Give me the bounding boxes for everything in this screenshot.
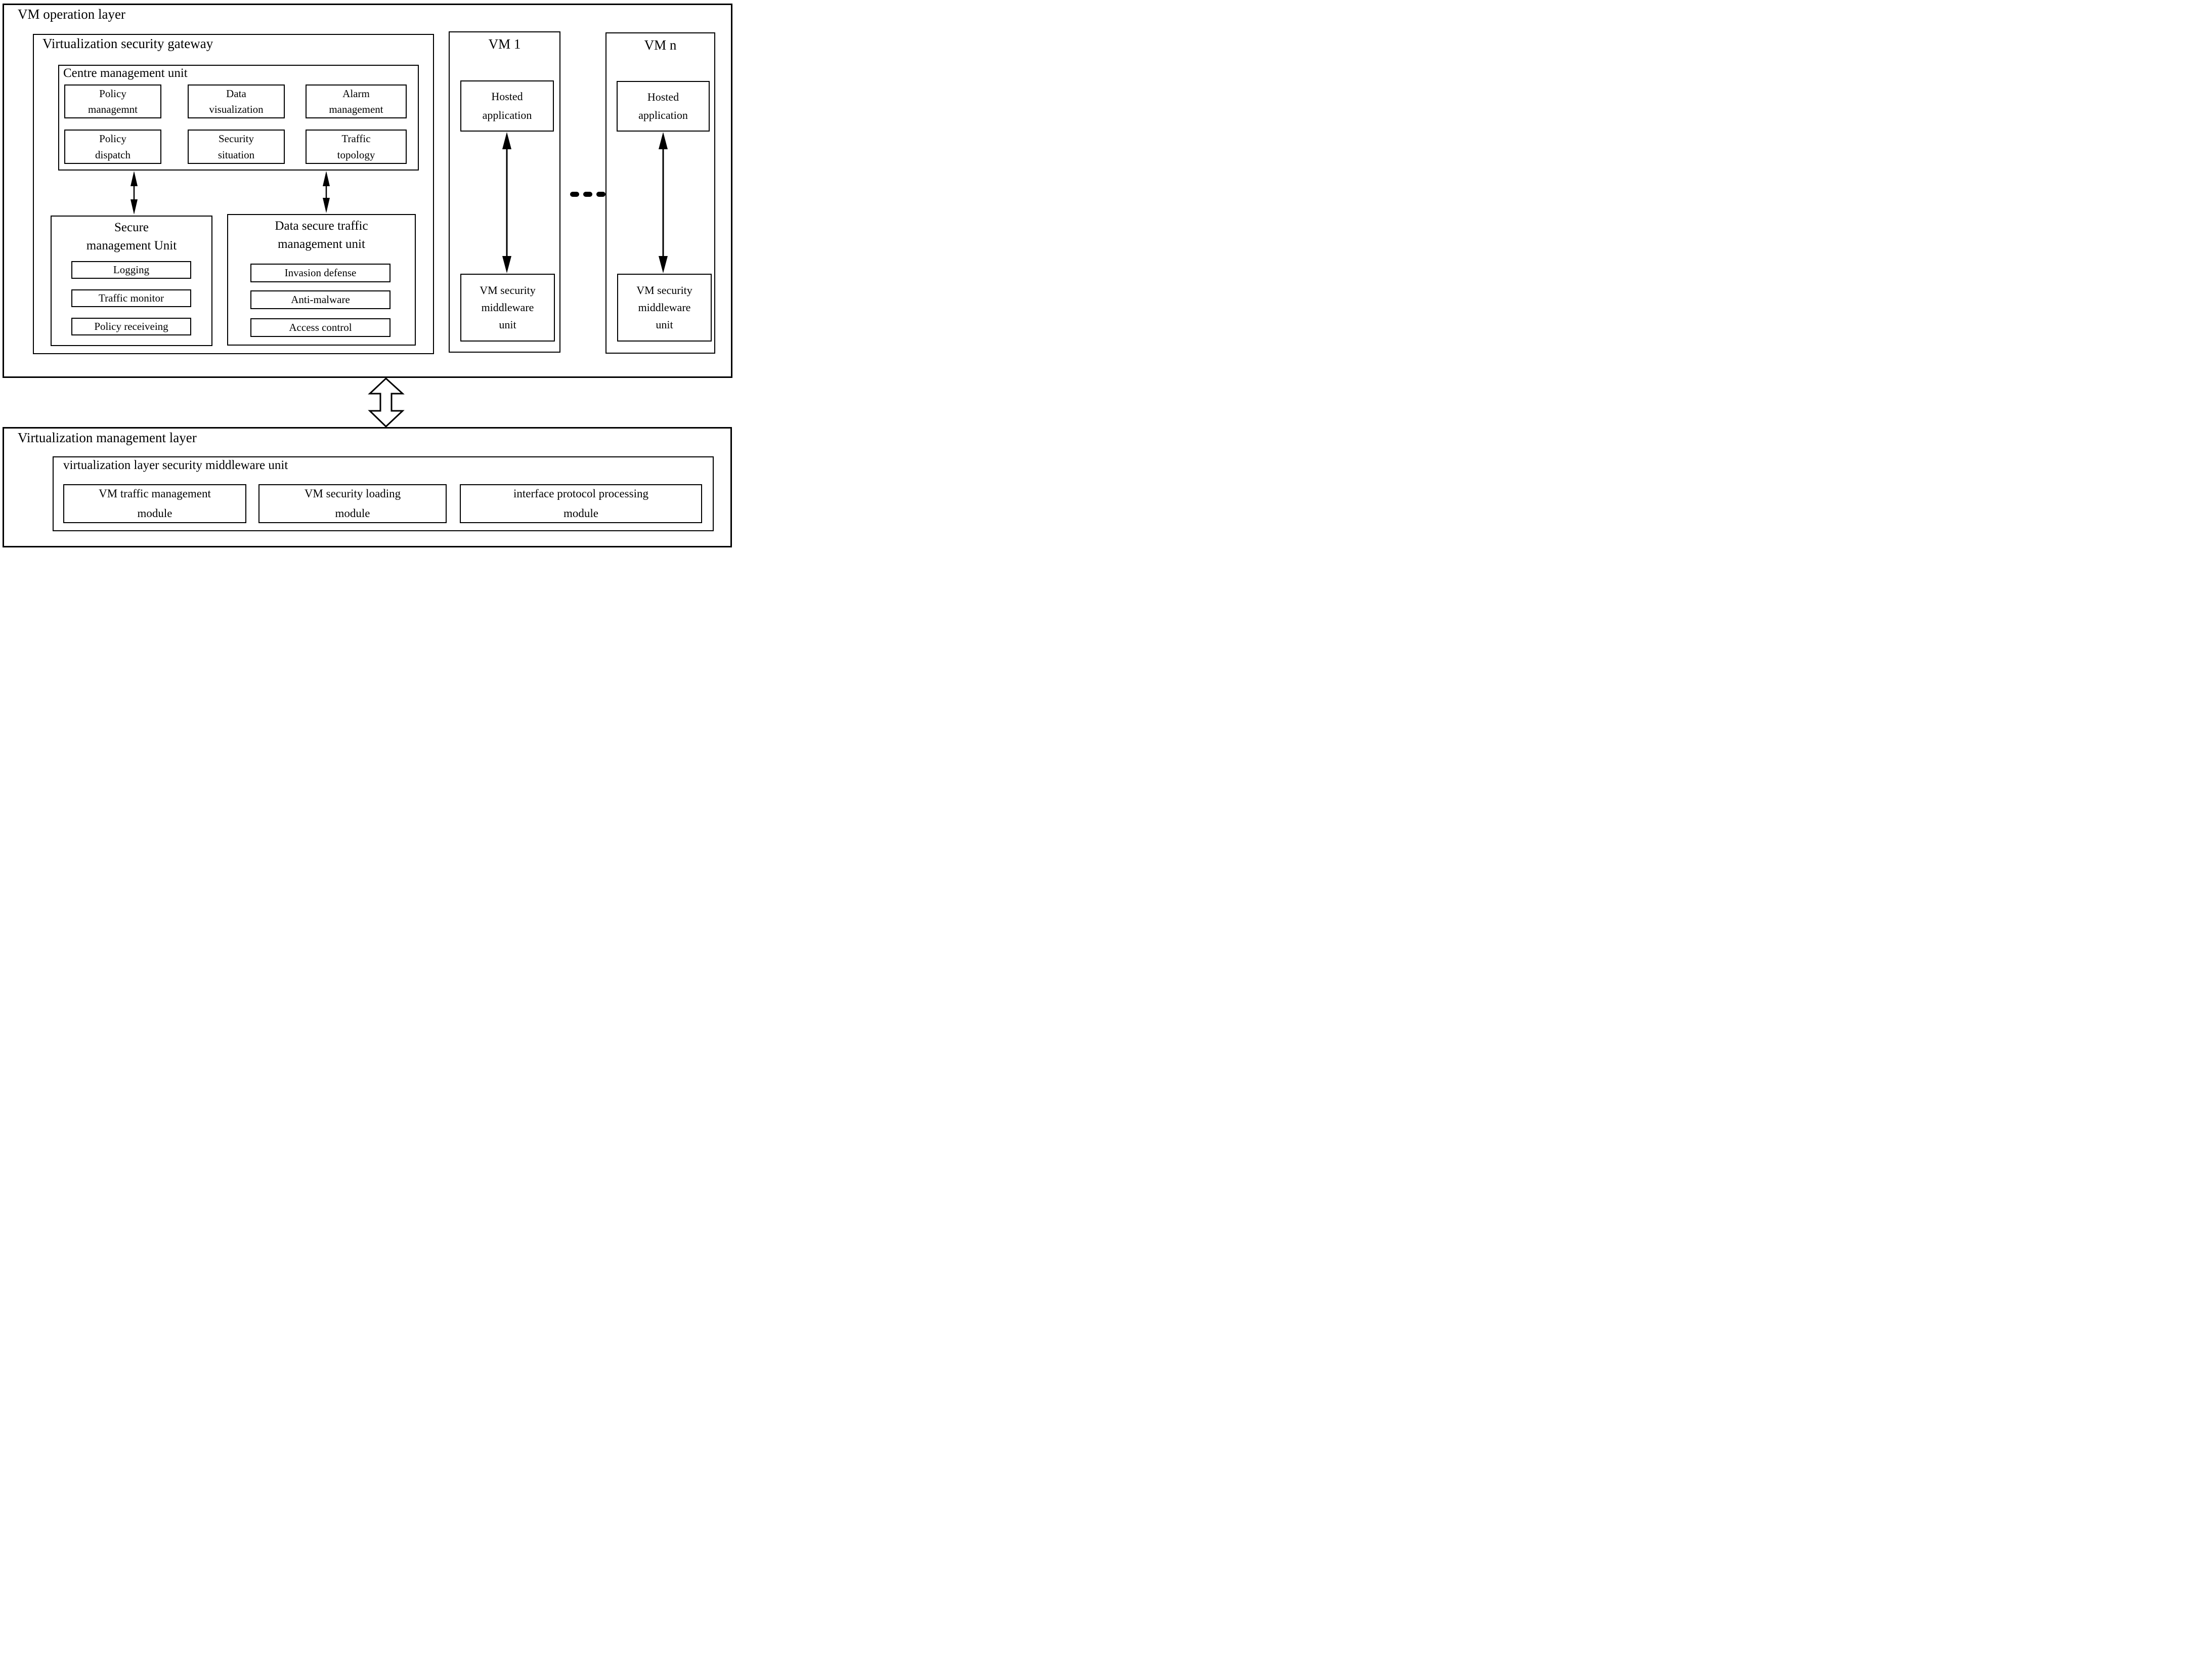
vmn-middleware-line1: VM security — [636, 283, 692, 296]
vm-traffic-management-module-line2: module — [137, 507, 172, 520]
policy-management-label-line2: managemnt — [88, 103, 138, 115]
virtualization-security-gateway-title: Virtualization security gateway — [42, 36, 213, 51]
vm-security-loading-module-line2: module — [335, 507, 370, 520]
virtualization-layer-security-middleware-unit-title: virtualization layer security middleware… — [63, 458, 288, 472]
dash-icon — [596, 192, 605, 197]
traffic-monitor-box: Traffic monitor — [71, 289, 191, 307]
vm-operation-layer-title: VM operation layer — [18, 7, 125, 22]
vmn-hosted-application-line2: application — [638, 109, 688, 121]
data-secure-traffic-management-unit-title: Data secure traffic management unit — [228, 217, 415, 254]
vmn-hosted-application-box: Hosted application — [617, 81, 710, 132]
policy-receiving-box: Policy receiveing — [71, 318, 191, 335]
vmn-hosted-application-line1: Hosted — [647, 90, 679, 103]
policy-dispatch-box: Policy dispatch — [64, 130, 161, 164]
alarm-management-label-line2: management — [329, 103, 383, 115]
traffic-topology-label-line2: topology — [337, 148, 375, 161]
vm1-hosted-application-line1: Hosted — [491, 90, 523, 103]
data-secure-traffic-management-unit-box: Data secure traffic management unit Inva… — [227, 214, 416, 346]
logging-box: Logging — [71, 261, 191, 279]
vm-traffic-management-module-box: VM traffic management module — [63, 484, 246, 523]
policy-management-label-line1: Policy — [99, 88, 126, 100]
interface-protocol-processing-module-line1: interface protocol processing — [513, 487, 648, 500]
centre-management-unit-box: Centre management unit Policy managemnt … — [58, 65, 419, 171]
virtualization-security-gateway-box: Virtualization security gateway Centre m… — [33, 34, 434, 354]
vm1-hosted-application-box: Hosted application — [460, 80, 554, 132]
vm-ellipsis-dashes-icon — [570, 192, 605, 197]
vm-security-loading-module-line1: VM security loading — [304, 487, 401, 500]
interface-protocol-processing-module-box: interface protocol processing module — [460, 484, 702, 523]
vm1-middleware-line3: unit — [499, 318, 516, 331]
data-visualization-label-line1: Data — [226, 88, 246, 100]
vm-operation-layer-box: VM operation layer Virtualization securi… — [3, 4, 732, 378]
data-secure-unit-title-line2: management unit — [278, 237, 365, 251]
vm-security-architecture-diagram: VM operation layer Virtualization securi… — [0, 0, 738, 552]
security-situation-label-line1: Security — [219, 133, 254, 145]
access-control-box: Access control — [250, 318, 391, 337]
vm-security-loading-module-box: VM security loading module — [258, 484, 447, 523]
alarm-management-box: Alarm management — [306, 84, 407, 118]
vmn-middleware-line3: unit — [656, 318, 673, 331]
traffic-topology-label-line1: Traffic — [341, 133, 371, 145]
anti-malware-box: Anti-malware — [250, 290, 391, 309]
data-secure-unit-title-line1: Data secure traffic — [275, 219, 368, 233]
centre-management-unit-title: Centre management unit — [63, 66, 188, 80]
interface-protocol-processing-module-line2: module — [563, 507, 598, 520]
dash-icon — [583, 192, 592, 197]
security-situation-label-line2: situation — [218, 148, 255, 161]
dash-icon — [570, 192, 579, 197]
data-visualization-box: Data visualization — [188, 84, 285, 118]
invasion-defense-box: Invasion defense — [250, 264, 391, 282]
layer-connector-double-arrow-icon — [368, 377, 405, 428]
vmn-box: VM n Hosted application VM security midd… — [605, 32, 715, 354]
secure-management-unit-box: Secure management Unit Logging Traffic m… — [51, 216, 212, 346]
vm1-hosted-application-line2: application — [482, 108, 532, 121]
data-visualization-label-line2: visualization — [209, 103, 264, 115]
virtualization-management-layer-box: Virtualization management layer virtuali… — [3, 427, 732, 547]
vm1-title: VM 1 — [488, 36, 521, 52]
vm-traffic-management-module-line1: VM traffic management — [99, 487, 211, 500]
alarm-management-label-line1: Alarm — [342, 88, 370, 100]
policy-dispatch-label-line2: dispatch — [95, 148, 131, 161]
secure-management-unit-title-line2: management Unit — [86, 239, 177, 253]
vm1-security-middleware-unit-box: VM security middleware unit — [460, 274, 555, 342]
secure-management-unit-title: Secure management Unit — [52, 219, 211, 256]
traffic-topology-box: Traffic topology — [306, 130, 407, 164]
security-situation-box: Security situation — [188, 130, 285, 164]
virtualization-layer-security-middleware-unit-box: virtualization layer security middleware… — [53, 456, 714, 531]
secure-management-unit-title-line1: Secure — [114, 221, 149, 234]
vm1-middleware-line1: VM security — [480, 283, 536, 296]
vm1-box: VM 1 Hosted application VM security midd… — [449, 31, 560, 353]
vmn-title: VM n — [644, 37, 677, 53]
vmn-middleware-line2: middleware — [638, 301, 691, 314]
vm1-middleware-line2: middleware — [481, 301, 534, 314]
vmn-security-middleware-unit-box: VM security middleware unit — [617, 274, 712, 342]
virtualization-management-layer-title: Virtualization management layer — [18, 430, 197, 445]
policy-dispatch-label-line1: Policy — [99, 133, 126, 145]
policy-management-box: Policy managemnt — [64, 84, 161, 118]
